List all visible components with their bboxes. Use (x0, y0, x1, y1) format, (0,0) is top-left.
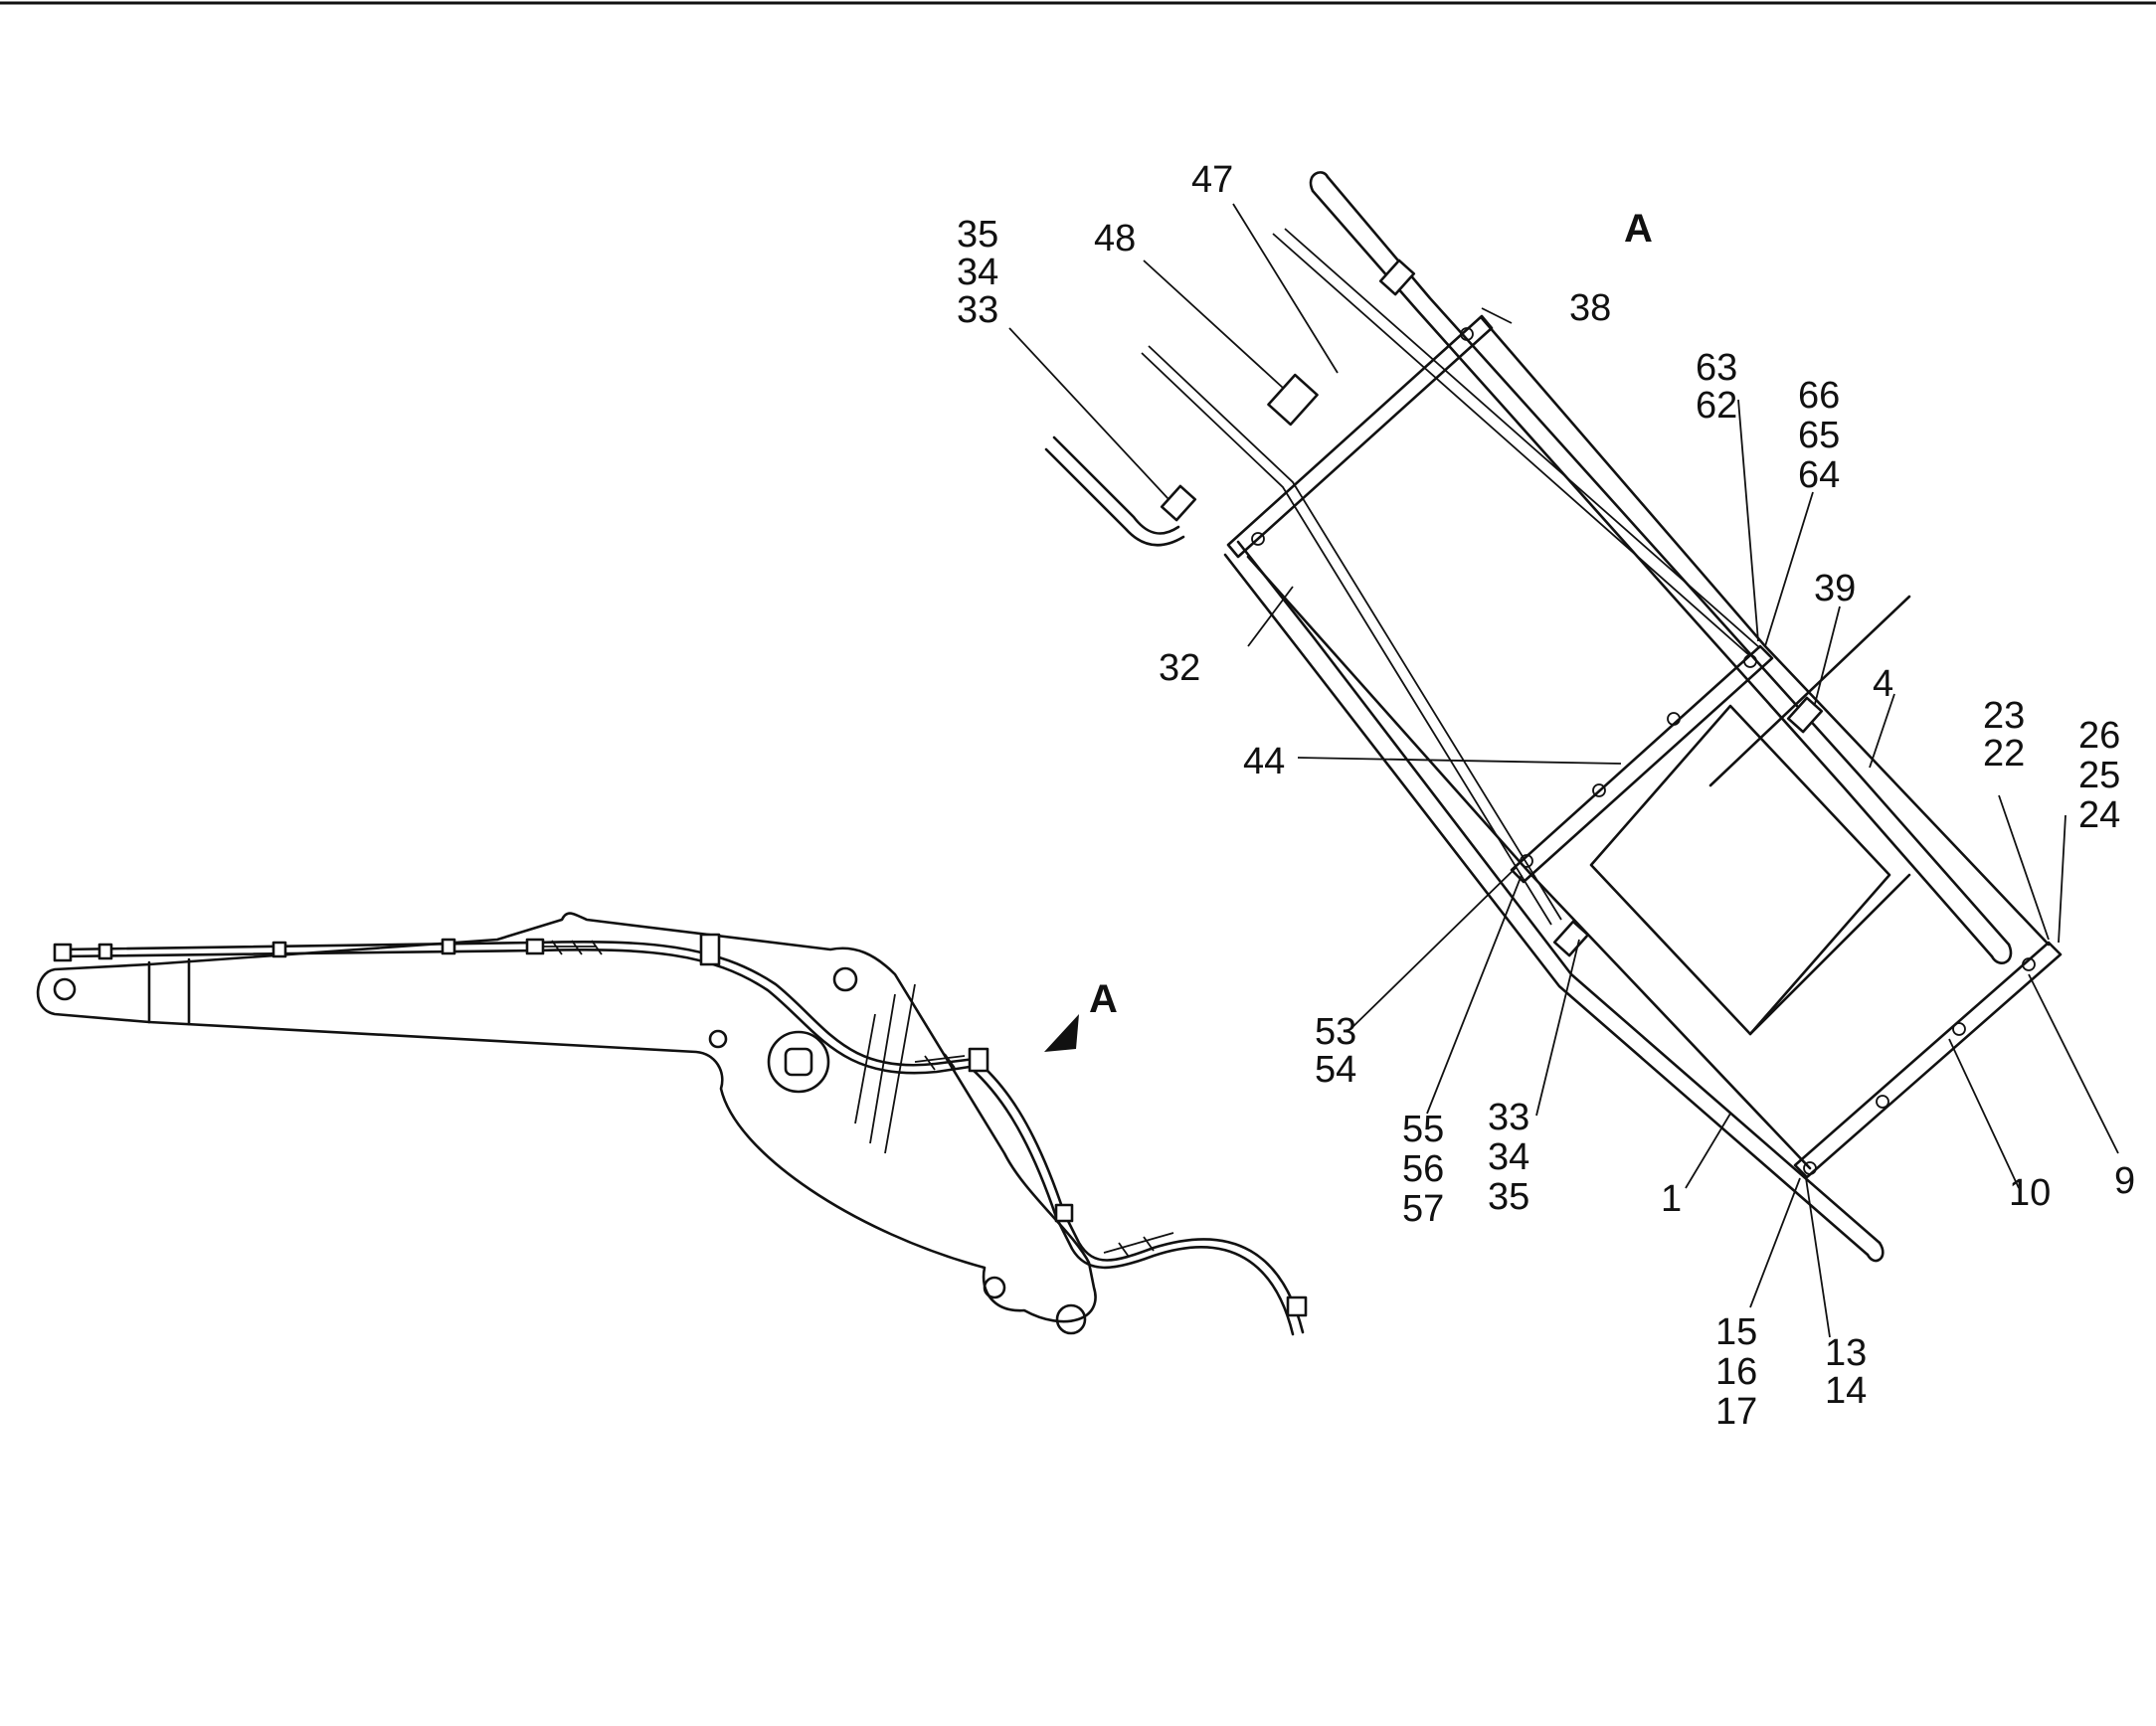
hole (1743, 654, 1757, 668)
tube-lower-end (1866, 1241, 1885, 1263)
callout-4: 4 (1873, 663, 1893, 705)
hole (1952, 1022, 1966, 1036)
cylinder-body-2 (1708, 595, 1911, 1036)
callout-1: 1 (1661, 1178, 1682, 1220)
callout-35-34-33-top: 35 34 33 (957, 214, 1009, 331)
frame-side-right (1480, 316, 2051, 947)
fitting-left (1160, 484, 1197, 522)
hose-clamp (441, 938, 456, 955)
frame-top-plate (1226, 314, 1494, 559)
hose-braid (542, 940, 1174, 1258)
view-label-overview: A (1089, 977, 1118, 1021)
cylinder-body (1589, 704, 1891, 1036)
callout-23-22: 23 22 (1983, 695, 2036, 775)
arm-pin-left (53, 977, 77, 1001)
boom-end (147, 957, 191, 1026)
view-arrow-icon (1044, 1014, 1079, 1052)
boom-overview: A (36, 912, 1308, 1336)
pivot-boss (767, 1030, 830, 1094)
callout-66-65-64: 66 65 64 (1798, 375, 1851, 496)
fitting-39 (1786, 696, 1824, 734)
boom-pin-top (832, 966, 858, 992)
foot-pin-left (983, 1276, 1006, 1299)
callout-53-54: 53 54 (1315, 1011, 1367, 1091)
foot-pin-right (1055, 1303, 1087, 1335)
hose-clamp (271, 941, 287, 958)
callout-10: 10 (2009, 1172, 2051, 1214)
view-label-detail: A (1624, 207, 1653, 251)
tube-upper-start (1309, 171, 1330, 193)
hook-pipe (1044, 435, 1185, 547)
pivot-pin (784, 1047, 813, 1077)
boom-shading (854, 983, 916, 1154)
hole (1251, 532, 1265, 546)
callout-47: 47 (1191, 159, 1233, 201)
hole (1803, 1161, 1817, 1175)
callout-63-62: 63 62 (1696, 347, 1748, 427)
boom-arm-outline (36, 912, 1097, 1323)
callout-38: 38 (1569, 287, 1611, 329)
hole (1667, 712, 1681, 726)
hose-fitting (525, 938, 545, 955)
valve-block (1267, 373, 1319, 427)
frame-bottom-plate (1793, 941, 2063, 1179)
detail-view-a: A (957, 159, 2135, 1433)
callout-15-16-17: 15 16 17 (1715, 1311, 1768, 1433)
hose-fitting-lower (1054, 1203, 1074, 1223)
callout-9: 9 (2114, 1160, 2135, 1202)
callout-32: 32 (1159, 647, 1200, 689)
callout-48: 48 (1094, 218, 1136, 259)
hole (1592, 783, 1606, 797)
callout-39: 39 (1814, 568, 1856, 609)
hole (1876, 1095, 1889, 1109)
hole (2022, 957, 2036, 971)
hole (1460, 327, 1474, 341)
hose-line (58, 941, 1305, 1334)
hose-fitting-end (53, 943, 73, 962)
hose-route (1141, 228, 1761, 926)
hose-bracket (699, 933, 721, 966)
hose-clamp (97, 943, 113, 960)
callout-44: 44 (1243, 741, 1285, 782)
callout-55-56-57: 55 56 57 (1402, 1109, 1455, 1230)
frame-side-left (1246, 555, 1812, 1170)
callout-13-14: 13 14 (1825, 1332, 1878, 1412)
callout-33-34-35-bottom: 33 34 35 (1488, 1097, 1540, 1218)
callout-26-25-24: 26 25 24 (2078, 715, 2131, 836)
hose-fitting-tail (1286, 1295, 1308, 1317)
fitting-lower (1552, 920, 1590, 957)
tube-upper (1311, 175, 2011, 958)
boom-hole (708, 1029, 728, 1049)
hose-fitting-mid (968, 1047, 989, 1073)
hose-line-inner (58, 948, 1295, 1336)
leader-lines (1008, 203, 2119, 1338)
fitting-upper (1378, 259, 1416, 296)
hole (1520, 854, 1533, 868)
tube-upper-end (1990, 943, 2013, 964)
